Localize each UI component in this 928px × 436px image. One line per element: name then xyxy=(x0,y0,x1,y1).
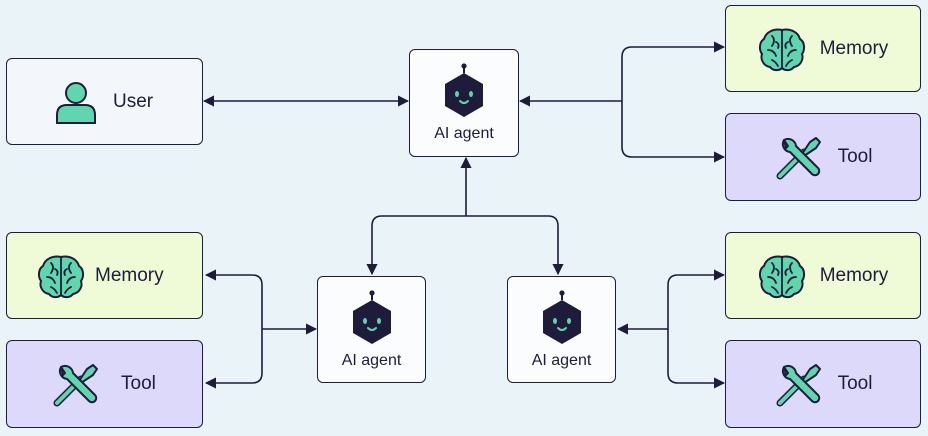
tool-node-top: Tool xyxy=(725,113,921,201)
robot-icon xyxy=(352,289,391,344)
agent-node-top: AI agent xyxy=(409,49,519,157)
tools-icon xyxy=(776,364,821,407)
user-icon xyxy=(56,81,96,124)
agent-label: AI agent xyxy=(531,351,592,369)
agent-node-right: AI agent xyxy=(507,276,616,383)
connector-left-hub-tool xyxy=(204,329,263,389)
memory-node-right: Memory xyxy=(725,232,921,319)
tool-label: Tool xyxy=(121,373,156,394)
tool-label: Tool xyxy=(837,146,873,167)
memory-node-left: Memory xyxy=(6,232,203,319)
agent-node-left: AI agent xyxy=(317,276,426,383)
user-node: User xyxy=(6,58,203,145)
tool-node-right: Tool xyxy=(725,340,921,428)
connector-hub-tool-top xyxy=(621,101,726,163)
brain-icon xyxy=(758,28,805,71)
memory-label: Memory xyxy=(819,264,889,286)
connector-right-hub-tool xyxy=(667,329,726,389)
user-label: User xyxy=(113,90,154,112)
tools-icon xyxy=(776,137,821,180)
tools-icon xyxy=(53,364,98,407)
tool-label: Tool xyxy=(837,373,873,394)
memory-label: Memory xyxy=(95,264,164,286)
tool-node-left: Tool xyxy=(6,340,203,428)
agent-label: AI agent xyxy=(434,125,494,142)
brain-icon xyxy=(758,255,805,298)
connector-fork-right-agent xyxy=(466,215,564,276)
brain-icon xyxy=(37,255,85,298)
memory-label: Memory xyxy=(819,37,889,59)
agent-label: AI agent xyxy=(341,351,402,369)
robot-icon xyxy=(542,289,581,344)
connector-right-hub-memory xyxy=(667,269,726,329)
connector-fork-left-agent xyxy=(366,215,466,276)
memory-node-top: Memory xyxy=(725,5,921,92)
connector-left-hub-memory xyxy=(204,269,263,329)
robot-icon xyxy=(445,63,483,117)
connector-hub-memory-top xyxy=(621,41,726,101)
